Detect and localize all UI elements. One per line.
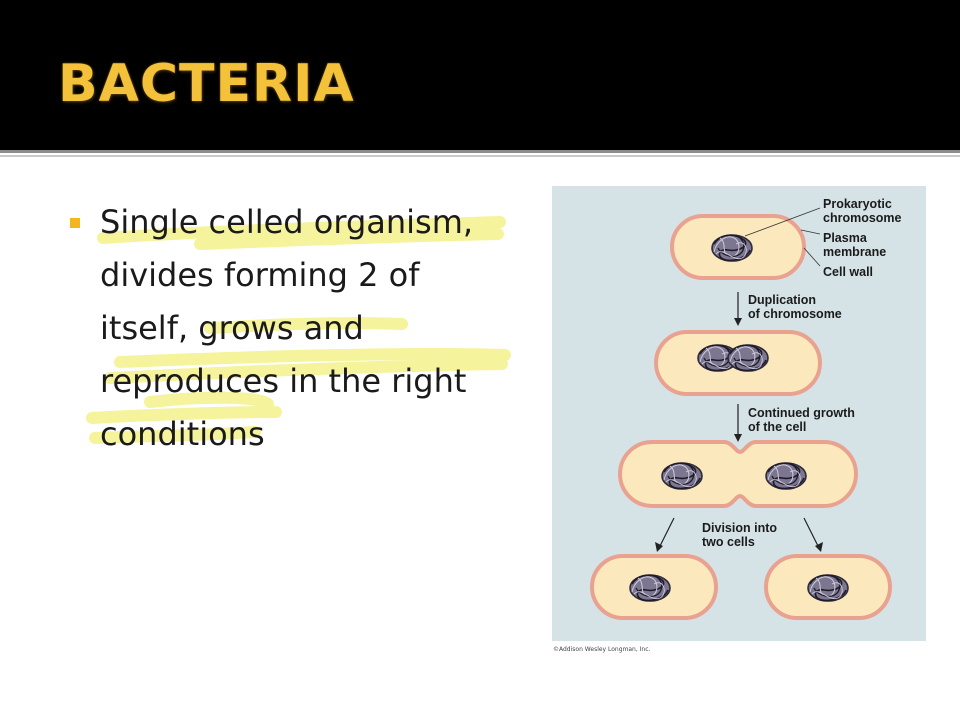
arrow xyxy=(659,517,675,547)
figure-caption: ©Addison Wesley Longman, Inc. xyxy=(553,646,651,653)
slide-title: BACTERIA xyxy=(58,54,355,114)
chromosome xyxy=(711,234,753,262)
bullet-line: divides forming 2 of xyxy=(100,256,420,294)
label-duplication: Duplication xyxy=(748,293,816,307)
chromosome xyxy=(661,462,703,490)
label-division: Division into xyxy=(702,521,777,535)
label-of-the-cell: of the cell xyxy=(748,420,806,434)
label-prokaryotic: Prokaryotic xyxy=(823,197,892,211)
chromosome xyxy=(727,344,769,372)
bullet-line: itself, grows and xyxy=(100,309,364,347)
chromosome xyxy=(629,574,671,602)
title-divider-secondary xyxy=(0,155,960,157)
arrow-head xyxy=(815,542,823,552)
bullet-marker xyxy=(70,218,80,228)
label-plasma: Plasma xyxy=(823,231,868,245)
label-two-cells: two cells xyxy=(702,535,755,549)
arrow-head xyxy=(734,434,742,442)
label-continued-growth: Continued growth xyxy=(748,406,855,420)
bullet-line: reproduces in the right xyxy=(100,362,467,400)
chromosome xyxy=(807,574,849,602)
chromosome xyxy=(765,462,807,490)
label-membrane: membrane xyxy=(823,245,886,259)
title-band xyxy=(0,0,960,150)
bullet-line: conditions xyxy=(100,415,265,453)
dividing-cell xyxy=(618,440,858,508)
bullet-line: Single celled organism, xyxy=(100,203,474,241)
arrow xyxy=(803,517,819,547)
title-divider xyxy=(0,150,960,153)
label-cell-wall: Cell wall xyxy=(823,265,873,279)
label-chromosome: chromosome xyxy=(823,211,902,225)
bullet-text: Single celled organism, divides forming … xyxy=(100,196,520,461)
label-of-chromosome: of chromosome xyxy=(748,307,842,321)
arrow-head xyxy=(655,542,663,552)
arrow-head xyxy=(734,318,742,326)
binary-fission-figure: Prokaryotic chromosome Plasma membrane C… xyxy=(552,186,926,641)
